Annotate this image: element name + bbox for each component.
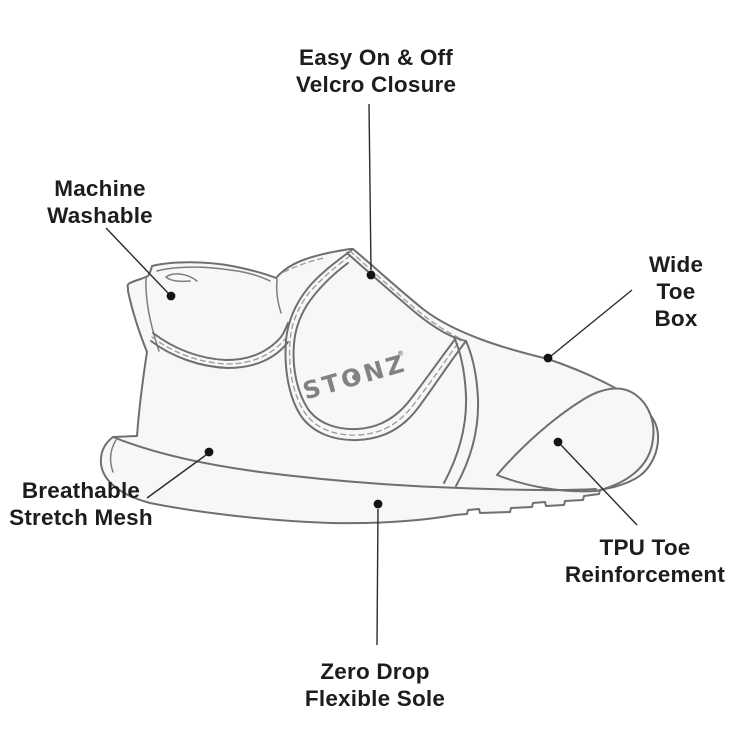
anchor-dot-machine-washable <box>166 291 176 301</box>
callout-tpu-toe-reinforcement: TPU Toe Reinforcement <box>564 535 726 587</box>
cuff-stitching <box>151 336 286 365</box>
collar-inner-line <box>156 266 271 282</box>
strap-edge-lower <box>346 252 467 342</box>
strap-edge-stitching <box>349 250 465 341</box>
toe-cap <box>496 387 655 493</box>
leader-line-breathable-stretch-mesh <box>146 454 207 499</box>
anchor-dot-velcro-closure <box>366 270 376 280</box>
leader-line-tpu-toe-reinforcement <box>560 444 638 526</box>
anchor-dot-tpu-toe-reinforcement <box>553 437 563 447</box>
collar-edge-line <box>275 278 282 314</box>
strap-outer-edge <box>284 248 467 442</box>
heel-sole-line <box>109 439 117 473</box>
strap-inner-edge <box>292 262 457 431</box>
logo-o-pebble-icon <box>352 373 359 381</box>
anchor-dot-zero-drop-flexible-sole <box>373 499 383 509</box>
leader-line-machine-washable <box>105 227 169 294</box>
callout-breathable-stretch-mesh: Breathable Stretch Mesh <box>9 478 153 530</box>
cuff-line-lower <box>150 340 289 369</box>
brand-logo-registered: ® <box>396 349 405 359</box>
callout-machine-washable: Machine Washable <box>47 176 153 228</box>
callout-zero-drop-flexible-sole: Zero Drop Flexible Sole <box>304 659 446 711</box>
sole-top-line <box>112 436 597 492</box>
leader-lines <box>105 103 638 646</box>
leader-line-wide-toe-box <box>550 289 633 357</box>
anchor-dots <box>166 270 563 509</box>
anchor-dot-breathable-stretch-mesh <box>204 447 214 457</box>
callout-wide-toe-box: Wide Toe Box <box>648 252 704 331</box>
strap-stitching <box>288 255 462 436</box>
cuff-line-upper <box>152 322 289 361</box>
leader-line-velcro-closure <box>368 103 372 271</box>
lining-stitching <box>283 257 325 273</box>
side-band-outer <box>455 340 480 487</box>
leader-line-zero-drop-flexible-sole <box>376 508 379 646</box>
collar-curl <box>164 273 198 283</box>
anchor-dot-wide-toe-box <box>543 353 553 363</box>
side-band-inner <box>443 336 468 484</box>
callout-velcro-closure: Easy On & Off Velcro Closure <box>295 45 457 97</box>
